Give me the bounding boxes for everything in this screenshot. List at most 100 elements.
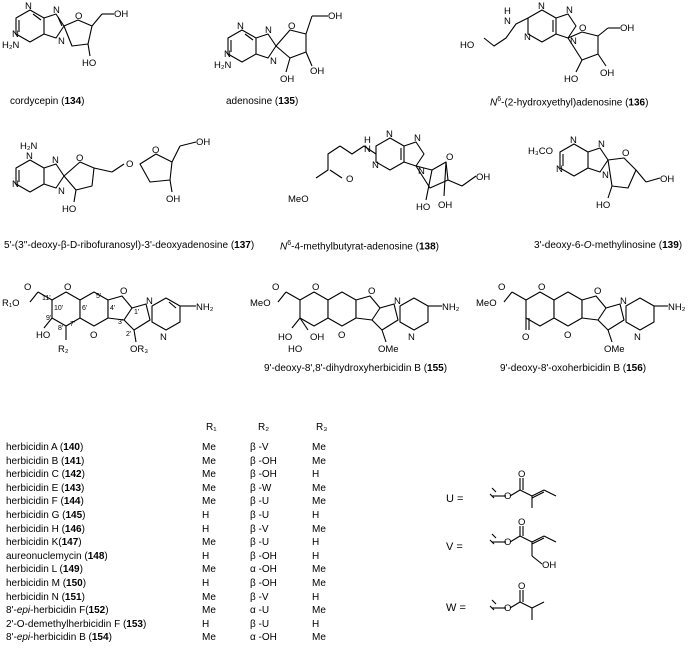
svg-text:N: N bbox=[566, 5, 573, 16]
table-row-name: herbicidin F (144) bbox=[6, 496, 84, 508]
svg-text:HO: HO bbox=[288, 344, 302, 355]
svg-text:OH: OH bbox=[328, 11, 342, 22]
svg-text:H₂N: H₂N bbox=[214, 60, 232, 71]
table-cell-r3: Me bbox=[312, 496, 326, 508]
table-row-name: herbicidin K(147) bbox=[6, 537, 82, 549]
svg-text:HO: HO bbox=[36, 330, 50, 341]
structure-w: OO bbox=[489, 581, 545, 620]
svg-text:N: N bbox=[265, 25, 272, 36]
svg-text:R₂: R₂ bbox=[58, 344, 69, 355]
caption-156: 9'-deoxy-8'-oxoherbicidin B (156) bbox=[500, 363, 647, 374]
svg-text:O: O bbox=[346, 174, 353, 185]
table-cell-r1: Me bbox=[202, 591, 216, 603]
svg-text:H₂N: H₂N bbox=[20, 141, 38, 152]
table-cell-r3: Me bbox=[312, 442, 326, 453]
svg-text:MeO: MeO bbox=[250, 298, 271, 309]
caption-135: adenosine (135) bbox=[226, 96, 299, 107]
table-cell-r3: H bbox=[312, 618, 320, 630]
table-row-name: herbicidin B (141) bbox=[6, 455, 85, 467]
caption-138: N6-4-methylbutyrat-adenosine (138) bbox=[280, 240, 440, 253]
svg-text:OH: OH bbox=[620, 23, 634, 34]
table-cell-r1: H bbox=[202, 510, 210, 521]
svg-text:N: N bbox=[598, 139, 605, 150]
svg-text:11': 11' bbox=[42, 295, 51, 302]
svg-text:H: H bbox=[504, 6, 511, 17]
table-cell-r2: α -OH bbox=[250, 564, 277, 576]
svg-text:O: O bbox=[272, 282, 279, 293]
table-cell-r2: α -OH bbox=[250, 632, 277, 644]
svg-text:O: O bbox=[338, 330, 345, 341]
table-cell-r3: H bbox=[312, 591, 320, 603]
svg-text:OH: OH bbox=[310, 332, 324, 343]
svg-text:OMe: OMe bbox=[378, 344, 399, 355]
table-cell-r2: β -OH bbox=[250, 578, 277, 589]
table-row-name: herbicidin L (149) bbox=[6, 564, 83, 576]
svg-text:4': 4' bbox=[110, 305, 115, 312]
table-row-name: herbicidin G (145) bbox=[6, 510, 86, 521]
svg-text:OH: OH bbox=[310, 66, 324, 77]
svg-text:O: O bbox=[579, 23, 586, 34]
svg-text:N: N bbox=[160, 332, 167, 343]
table-cell-r2: β -V bbox=[250, 442, 269, 453]
svg-text:O: O bbox=[538, 282, 545, 293]
table-row-name: herbicidin E (143) bbox=[6, 482, 85, 494]
caption-155: 9'-deoxy-8',8'-dihydroxyherbicidin B (15… bbox=[264, 363, 448, 374]
table-cell-r2: β -OH bbox=[250, 550, 277, 562]
svg-text:N: N bbox=[364, 144, 371, 155]
table-cell-r3: Me bbox=[312, 523, 326, 535]
svg-text:1': 1' bbox=[134, 309, 139, 316]
table-cell-r2: β -U bbox=[250, 496, 270, 508]
svg-text:N: N bbox=[25, 1, 32, 12]
table-cell-r3: H bbox=[312, 510, 320, 521]
svg-text:O: O bbox=[120, 286, 127, 297]
svg-text:H₃CO: H₃CO bbox=[528, 146, 553, 157]
svg-text:OH: OH bbox=[280, 74, 294, 85]
table-cell-r1: Me bbox=[202, 605, 216, 617]
table-cell-r3: H bbox=[312, 469, 320, 481]
caption-134: cordycepin (134) bbox=[10, 96, 85, 107]
svg-text:N: N bbox=[538, 1, 545, 12]
svg-text:O: O bbox=[288, 21, 295, 32]
svg-text:O: O bbox=[504, 491, 511, 502]
header-r3: R₃ bbox=[316, 422, 328, 433]
svg-text:N: N bbox=[12, 29, 19, 40]
caption-136: N6-(2-hydroxyethyl)adenosine (136) bbox=[490, 96, 649, 109]
svg-text:N: N bbox=[12, 179, 19, 190]
structure-u: OO bbox=[489, 469, 557, 508]
svg-text:NH₂: NH₂ bbox=[442, 302, 460, 313]
svg-text:HO: HO bbox=[596, 200, 610, 211]
svg-text:N: N bbox=[570, 135, 577, 146]
table-cell-r2: β -U bbox=[250, 510, 270, 521]
svg-text:2': 2' bbox=[126, 331, 131, 338]
caption-137: 5'-(3''-deoxy-β-D-ribofuranosyl)-3'-deox… bbox=[4, 240, 255, 251]
caption-139: 3'-deoxy-6-O-methylinosine (139) bbox=[534, 240, 683, 251]
svg-text:N: N bbox=[26, 151, 33, 162]
table-cell-r1: Me bbox=[202, 442, 216, 453]
label-w: W = bbox=[446, 602, 466, 614]
svg-text:MeO: MeO bbox=[476, 298, 497, 309]
table-cell-r1: Me bbox=[202, 632, 216, 644]
svg-text:O: O bbox=[622, 148, 629, 159]
label-v: V = bbox=[446, 541, 463, 553]
svg-text:N: N bbox=[524, 32, 531, 43]
svg-text:3': 3' bbox=[118, 319, 123, 326]
svg-text:OH: OH bbox=[600, 68, 614, 79]
table-cell-r3: H bbox=[312, 537, 320, 549]
table-row-name: 8'-epi-herbicidin F(152) bbox=[6, 605, 109, 617]
table-cell-r2: β -OH bbox=[250, 469, 277, 481]
svg-text:O: O bbox=[522, 332, 529, 343]
svg-text:O: O bbox=[504, 537, 511, 548]
table-cell-r1: Me bbox=[202, 455, 216, 467]
table-row-name: aureonuclemycin (148) bbox=[6, 550, 108, 562]
svg-text:NH₂: NH₂ bbox=[196, 302, 214, 313]
svg-text:O: O bbox=[90, 330, 97, 341]
table-cell-r1: H bbox=[202, 550, 210, 562]
structure-v: OO OH bbox=[489, 517, 556, 571]
svg-text:N: N bbox=[146, 296, 153, 307]
svg-text:O: O bbox=[498, 282, 505, 293]
table-row-name: herbicidin H (146) bbox=[6, 523, 85, 535]
table-row-name: herbicidin C (142) bbox=[6, 469, 85, 481]
